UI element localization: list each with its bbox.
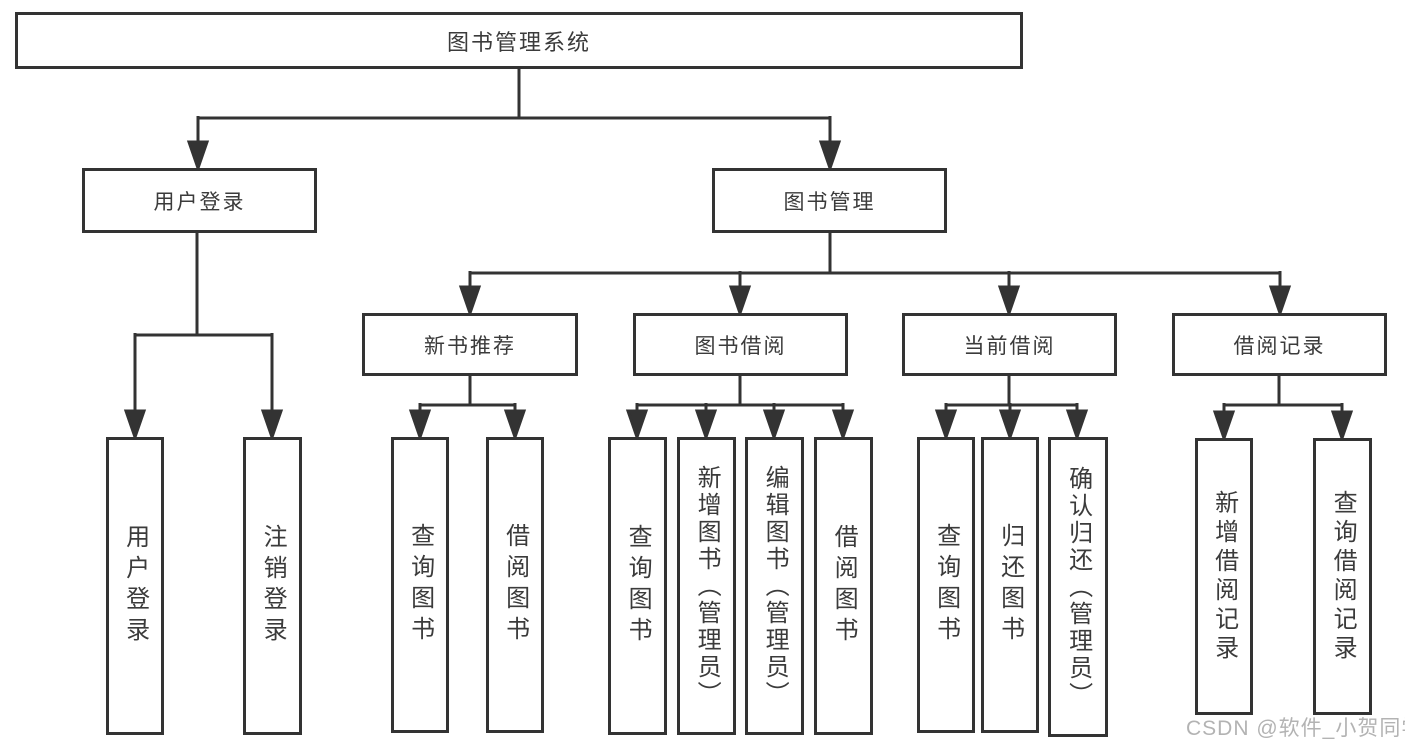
leaf-borrow-book-1-label: 借阅图书 bbox=[501, 523, 529, 647]
arrowhead-user-login bbox=[186, 140, 210, 173]
leaf-query-book-3: 查询图书 bbox=[917, 437, 975, 733]
node-borrow-records: 借阅记录 bbox=[1172, 313, 1387, 376]
connector-user-login-to-leaves bbox=[133, 233, 274, 415]
leaf-query-book-2-label: 查询图书 bbox=[624, 524, 652, 648]
node-book-management: 图书管理 bbox=[712, 168, 947, 233]
connector-group bbox=[123, 69, 1354, 443]
leaf-query-book-3-label: 查询图书 bbox=[932, 523, 960, 647]
leaf-logout-label: 注销登录 bbox=[259, 524, 287, 648]
arrowhead-leaf-query-book-2 bbox=[625, 409, 649, 442]
arrowhead-leaf-edit-book bbox=[762, 409, 786, 442]
watermark: CSDN @软件_小贺同学 bbox=[1186, 717, 1405, 740]
node-book-management-label: 图书管理 bbox=[783, 190, 876, 214]
leaf-return-book-label: 归还图书 bbox=[996, 523, 1024, 647]
leaf-confirm-return: 确认归还（管理员） bbox=[1048, 437, 1108, 737]
connector-root-to-level2 bbox=[196, 69, 832, 146]
arrowhead-book-borrow bbox=[728, 285, 752, 318]
leaf-user-login-label: 用户登录 bbox=[121, 524, 149, 648]
arrowhead-leaf-query-record bbox=[1330, 410, 1354, 443]
leaf-query-record-label: 查询借阅记录 bbox=[1329, 489, 1357, 664]
arrowhead-leaf-return-book bbox=[998, 409, 1022, 442]
arrowhead-current-borrow bbox=[997, 285, 1021, 318]
leaf-add-record-label: 新增借阅记录 bbox=[1210, 489, 1238, 664]
node-new-book-recommend-label: 新书推荐 bbox=[424, 334, 516, 358]
arrowhead-leaf-borrow-book-1 bbox=[503, 409, 527, 442]
leaf-borrow-book-2-label: 借阅图书 bbox=[830, 524, 858, 648]
connector-book-borrow-to-leaves bbox=[635, 376, 845, 415]
leaf-edit-book-label: 编辑图书（管理员） bbox=[761, 464, 789, 708]
leaf-borrow-book-1: 借阅图书 bbox=[486, 437, 544, 733]
leaf-add-record: 新增借阅记录 bbox=[1195, 438, 1253, 715]
arrowhead-leaf-logout bbox=[260, 409, 284, 442]
node-borrow-records-label: 借阅记录 bbox=[1233, 334, 1326, 358]
leaf-user-login: 用户登录 bbox=[106, 437, 164, 735]
node-book-borrow-label: 图书借阅 bbox=[694, 334, 787, 358]
node-book-borrow: 图书借阅 bbox=[633, 313, 848, 376]
connector-new-book-to-leaves bbox=[418, 376, 517, 415]
node-root-label: 图书管理系统 bbox=[446, 29, 591, 55]
arrowhead-new-book-recommend bbox=[458, 285, 482, 318]
arrowhead-leaf-user-login bbox=[123, 409, 147, 442]
leaf-query-book-2: 查询图书 bbox=[608, 437, 667, 735]
node-root: 图书管理系统 bbox=[15, 12, 1023, 69]
node-user-login: 用户登录 bbox=[82, 168, 317, 233]
connector-current-borrow-to-leaves bbox=[944, 376, 1079, 415]
leaf-return-book: 归还图书 bbox=[981, 437, 1039, 733]
leaf-query-book-1: 查询图书 bbox=[391, 437, 449, 733]
leaf-logout: 注销登录 bbox=[243, 437, 302, 735]
arrowhead-leaf-query-book-1 bbox=[408, 409, 432, 442]
node-user-login-label: 用户登录 bbox=[153, 190, 246, 214]
node-current-borrow: 当前借阅 bbox=[902, 313, 1117, 376]
connector-book-management-to-level3 bbox=[468, 233, 1282, 291]
node-new-book-recommend: 新书推荐 bbox=[362, 313, 578, 376]
arrowhead-leaf-confirm-return bbox=[1065, 409, 1089, 442]
leaf-add-book: 新增图书（管理员） bbox=[677, 437, 736, 735]
node-current-borrow-label: 当前借阅 bbox=[963, 334, 1056, 358]
arrowhead-leaf-borrow-book-2 bbox=[831, 409, 855, 442]
arrowhead-leaf-add-record bbox=[1212, 410, 1236, 443]
arrowhead-leaf-query-book-3 bbox=[934, 409, 958, 442]
leaf-add-book-label: 新增图书（管理员） bbox=[693, 464, 721, 708]
leaf-confirm-return-label: 确认归还（管理员） bbox=[1064, 465, 1092, 709]
leaf-borrow-book-2: 借阅图书 bbox=[814, 437, 873, 735]
arrowhead-borrow-records bbox=[1268, 285, 1292, 318]
arrowhead-leaf-add-book bbox=[694, 409, 718, 442]
arrowhead-book-management bbox=[818, 140, 842, 173]
connector-borrow-records-to-leaves bbox=[1222, 376, 1344, 415]
leaf-edit-book: 编辑图书（管理员） bbox=[745, 437, 804, 735]
leaf-query-record: 查询借阅记录 bbox=[1313, 438, 1372, 715]
leaf-query-book-1-label: 查询图书 bbox=[406, 523, 434, 647]
